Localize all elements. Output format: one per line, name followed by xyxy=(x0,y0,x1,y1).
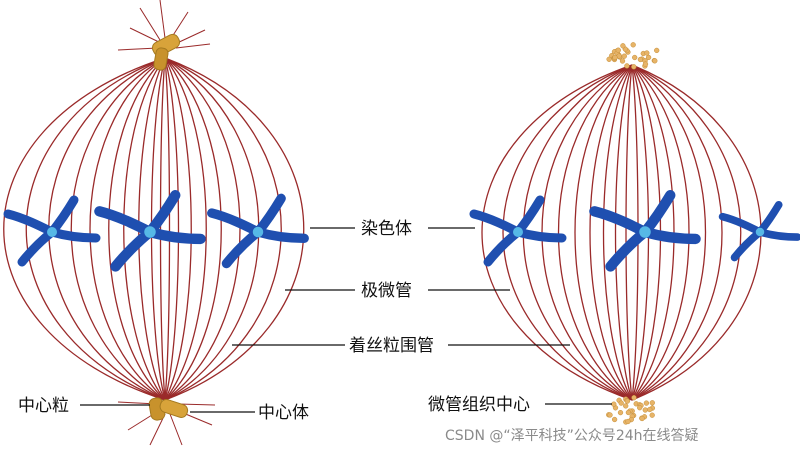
spindle-fiber xyxy=(3,57,166,401)
spindle-fiber xyxy=(625,64,633,401)
label-polar-microtubule: 极微管 xyxy=(361,281,412,301)
mtoc-dot xyxy=(649,400,655,406)
spindle-fiber xyxy=(164,57,180,401)
spindle-fiber xyxy=(159,57,166,401)
mtoc-dot xyxy=(615,47,621,53)
spindle-fiber xyxy=(574,64,633,401)
mtoc-dot xyxy=(647,406,653,413)
mtoc-dot xyxy=(643,400,650,406)
chromosome xyxy=(469,195,567,267)
chromosome xyxy=(718,200,800,262)
spindle-fiber xyxy=(589,64,633,401)
spindle-fiber xyxy=(631,64,723,401)
spindle-fiber xyxy=(602,64,633,401)
mtoc-dot xyxy=(620,43,626,49)
mtoc-dot xyxy=(611,401,617,407)
spindle-fiber xyxy=(164,57,171,401)
mtoc-dot xyxy=(619,58,626,64)
mtoc-dot xyxy=(637,56,644,63)
spindle-fiber xyxy=(123,57,166,401)
label-chromosome: 染色体 xyxy=(361,219,412,239)
watermark: CSDN @“泽平科技”公众号24h在线答疑 xyxy=(445,427,699,444)
spindle-fiber xyxy=(89,57,166,401)
chromosomes xyxy=(3,190,800,272)
spindle-fiber xyxy=(631,64,706,401)
label-mtoc: 微管组织中心 xyxy=(428,395,530,415)
spindle-fiber xyxy=(164,57,207,401)
label-lines xyxy=(80,227,612,413)
mtoc-dot xyxy=(625,409,632,416)
mtoc-dot xyxy=(617,409,624,416)
mtoc-dot xyxy=(644,50,650,56)
right-top-mtoc-dots xyxy=(606,42,660,70)
chromosome xyxy=(94,190,206,272)
label-centriole: 中心粒 xyxy=(18,396,69,416)
mtoc-dot xyxy=(631,64,637,70)
mtoc-dot xyxy=(654,47,660,54)
mtoc-dot xyxy=(639,415,645,422)
spindle-fiber xyxy=(164,57,241,401)
spindle-fiber xyxy=(164,57,282,401)
spindle-fiber xyxy=(481,64,633,401)
spindle-fiber xyxy=(614,64,633,401)
mtoc-dot xyxy=(623,403,629,409)
spindle-fiber xyxy=(108,57,166,401)
chromosome xyxy=(589,190,701,272)
mtoc-dot xyxy=(624,63,630,69)
mtoc-dot xyxy=(625,418,631,425)
left-top-centriole xyxy=(117,0,211,71)
mtoc-dot xyxy=(649,412,655,418)
spindle-fiber xyxy=(502,64,633,401)
chromosome xyxy=(3,195,101,267)
left-bottom-centriole xyxy=(117,397,216,446)
mtoc-dot xyxy=(606,56,612,62)
chromosome xyxy=(207,193,309,269)
mtoc-dot xyxy=(624,398,631,404)
spindle-fiber xyxy=(25,57,166,401)
mtoc-dot xyxy=(612,54,618,61)
mtoc-dot xyxy=(642,407,648,413)
right-bottom-mtoc-dots xyxy=(606,395,656,425)
label-kinetochore-microtubule: 着丝粒围管 xyxy=(349,336,434,356)
label-centrosome: 中心体 xyxy=(258,403,309,423)
mtoc-dot xyxy=(642,61,649,67)
mtoc-dot xyxy=(611,416,618,423)
mtoc-dot xyxy=(607,412,613,418)
spindle-fiber xyxy=(164,57,222,401)
mtoc-dot xyxy=(632,54,638,61)
mtoc-dot xyxy=(630,42,636,48)
mtoc-dot xyxy=(652,58,658,64)
mtoc-dot xyxy=(645,54,652,61)
mtoc-dot xyxy=(618,400,624,406)
spindle-fiber xyxy=(631,64,690,401)
mtoc-dot xyxy=(631,395,637,401)
spindle-fiber xyxy=(70,57,166,401)
spindle-fiber xyxy=(164,57,305,401)
mtoc-dot xyxy=(637,405,643,411)
spindle-fiber xyxy=(558,64,633,401)
mtoc-dot xyxy=(621,53,627,59)
spindle-fiber xyxy=(631,64,742,401)
spindle-fiber xyxy=(164,57,192,401)
